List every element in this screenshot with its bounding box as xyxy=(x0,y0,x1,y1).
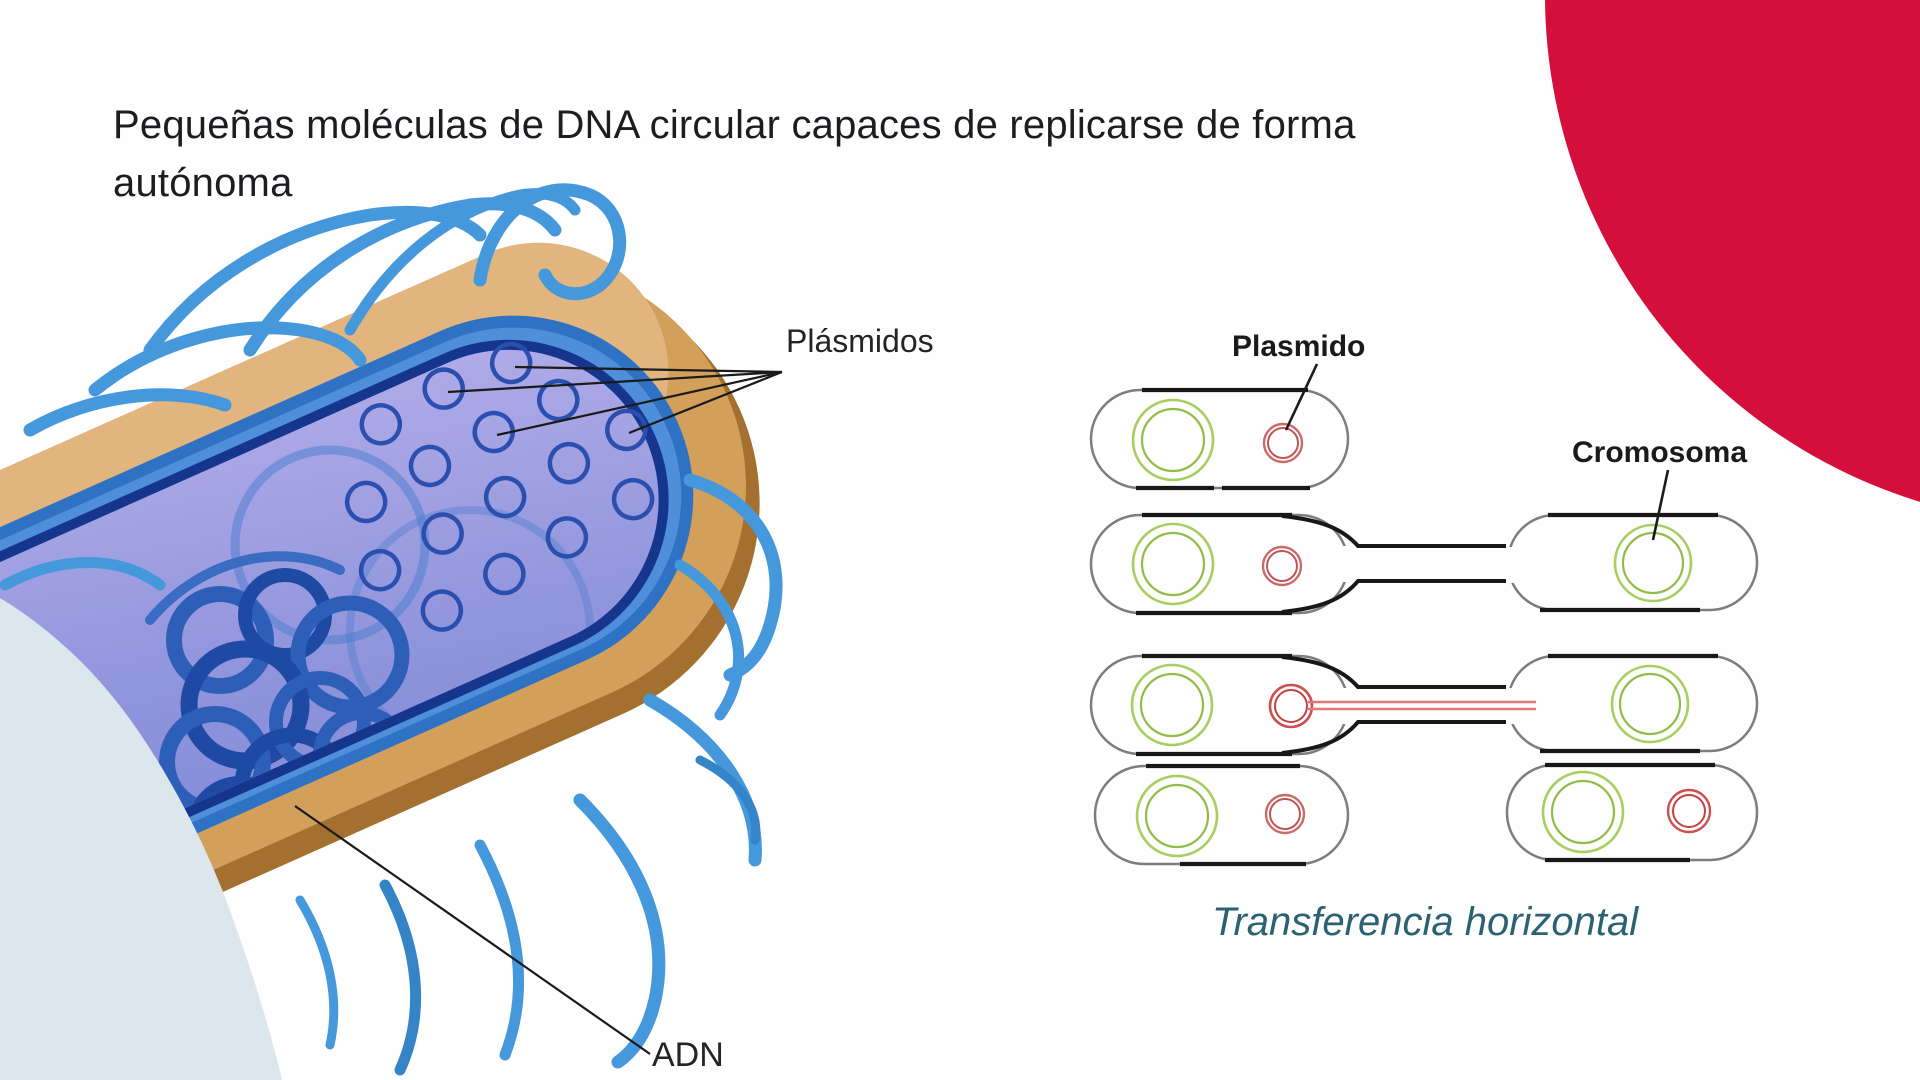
corner-wedge-shape xyxy=(0,598,282,1080)
title-line-2: autónoma xyxy=(113,161,293,205)
transfer-caption: Transferencia horizontal xyxy=(1212,900,1639,944)
transfer-strand xyxy=(1308,700,1536,711)
conjugation-diagram: Plasmido Cromosoma xyxy=(1089,330,1759,867)
dna-label: ADN xyxy=(652,1036,724,1074)
diagram-row-4 xyxy=(1093,762,1759,867)
slide-title: Pequeñas moléculas de DNA circular capac… xyxy=(113,96,1356,212)
flagella xyxy=(0,183,783,1076)
annotation-lines xyxy=(294,365,783,1055)
diagram-row-1 xyxy=(1089,387,1350,491)
bacterium-illustration: Plásmidos ADN xyxy=(0,183,934,1080)
diagram-row-3 xyxy=(1089,653,1759,757)
diagram-row-2 xyxy=(1089,512,1759,616)
chromosome-label: Cromosoma xyxy=(1572,436,1747,469)
title-line-1: Pequeñas moléculas de DNA circular capac… xyxy=(113,103,1356,147)
plasmid-label: Plasmido xyxy=(1232,330,1365,363)
plasmid-dots xyxy=(344,341,655,632)
plasmids-label: Plásmidos xyxy=(786,323,934,359)
